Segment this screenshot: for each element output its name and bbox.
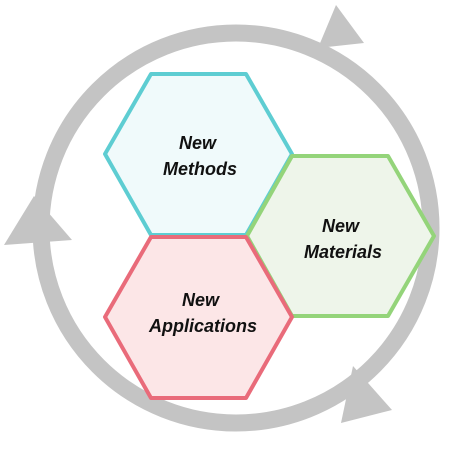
bottom-right-arrowhead-icon	[341, 366, 392, 423]
applications-label-line-2: Applications	[148, 316, 257, 336]
top-right-arrowhead-icon	[318, 5, 364, 48]
hexagon-new-methods: New Methods	[103, 72, 294, 237]
materials-label: New Materials	[304, 216, 382, 262]
materials-label-line-2: Materials	[304, 242, 382, 262]
methods-label-line-2: Methods	[163, 159, 237, 179]
methods-label: New Methods	[163, 133, 237, 179]
applications-label: New Applications	[148, 290, 257, 336]
materials-label-line-1: New	[322, 216, 360, 236]
applications-label-line-1: New	[182, 290, 220, 310]
hexagon-new-applications: New Applications	[103, 235, 294, 400]
methods-label-line-1: New	[179, 133, 217, 153]
hexagon-new-materials: New Materials	[245, 154, 436, 318]
left-arrowhead-icon	[4, 196, 72, 245]
applications-hexagon-shape	[103, 235, 294, 400]
